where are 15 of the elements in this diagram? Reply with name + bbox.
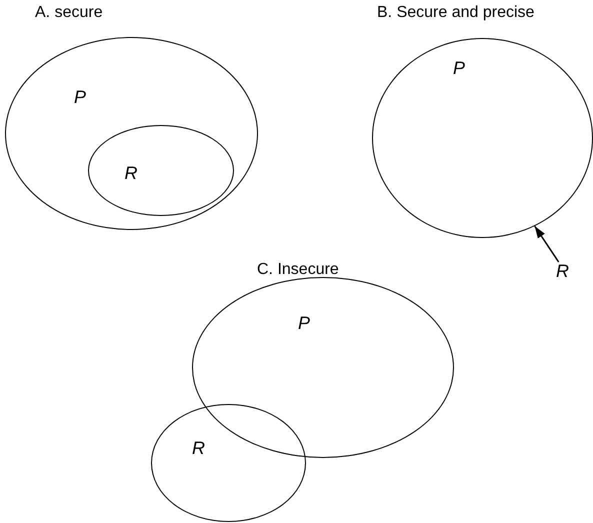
set-label: P — [298, 314, 310, 332]
ellipse — [372, 38, 593, 238]
set-label: R — [124, 164, 138, 182]
panel-title: C. Insecure — [257, 262, 339, 278]
set-label: R — [192, 439, 205, 457]
set-label: P — [74, 88, 86, 106]
ellipse — [192, 277, 454, 458]
set-label: P — [453, 59, 466, 77]
panel-title: A. secure — [35, 5, 103, 21]
panel-title: B. Secure and precise — [377, 5, 534, 21]
ellipse — [151, 404, 306, 522]
ellipse — [88, 124, 234, 216]
arrow — [534, 226, 560, 262]
set-label: R — [556, 262, 569, 280]
ellipse — [5, 37, 258, 230]
